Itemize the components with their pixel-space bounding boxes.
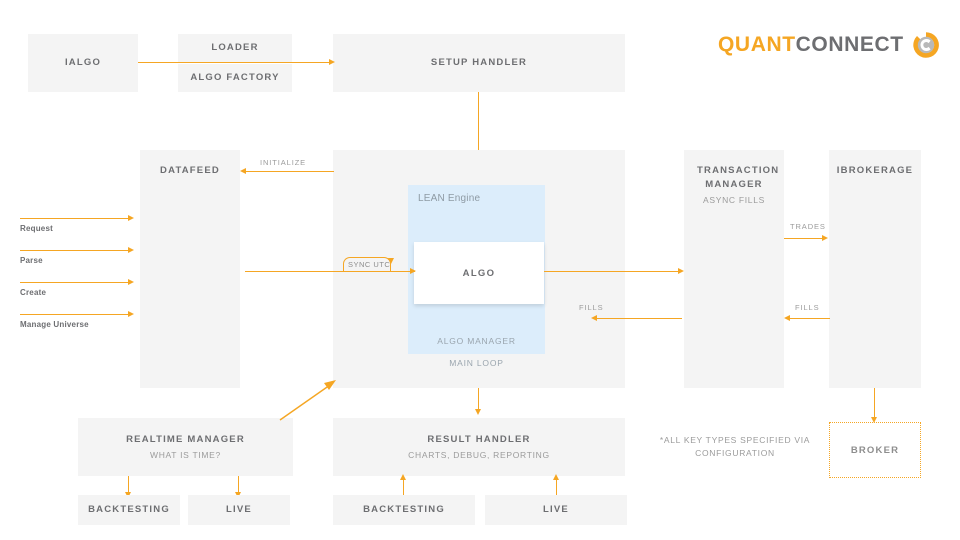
box-transaction-manager-subtitle: ASYNC FILLS [702,195,766,205]
connector-input-request [20,218,132,220]
input-label-manage-universe: Manage Universe [20,320,89,329]
box-transaction-manager-title: TRANSACTION MANAGER [697,165,780,190]
input-label-request: Request [20,224,53,233]
logo-word-connect: CONNECT [795,33,904,56]
connector-algo-to-transaction-manager [544,271,680,273]
logo-wordmark: QUANTCONNECT [718,33,904,57]
note-configuration: *ALL KEY TYPES SPECIFIED VIA CONFIGURATI… [650,434,820,460]
box-algo-factory-title: ALGO FACTORY [190,72,280,83]
connector-realtime-to-backtesting [128,476,130,495]
connector-result-live-to-handler [556,478,558,496]
box-realtime-manager-title: REALTIME MANAGER [126,433,245,445]
connector-trades-arrowhead [822,235,828,241]
box-result-handler-title: RESULT HANDLER [427,433,531,445]
input-label-parse: Parse [20,256,43,265]
connector-input-parse [20,250,132,252]
box-ibrokerage[interactable]: IBROKERAGE [829,150,921,388]
connector-fills-right-arrowhead [784,315,790,321]
box-realtime-live[interactable]: LIVE [188,495,290,525]
box-ialgo-title: IALGO [64,57,102,68]
connector-sync-utc-loop [343,257,391,272]
label-fills-center: FILLS [579,303,604,312]
box-result-live[interactable]: LIVE [485,495,627,525]
box-realtime-backtesting[interactable]: BACKTESTING [78,495,180,525]
connector-initialize [246,171,334,173]
label-initialize: INITIALIZE [260,158,307,167]
connector-realtime-to-lean [279,380,336,421]
connector-trades [784,238,824,240]
quantconnect-logo: QUANTCONNECT [718,30,941,60]
lean-engine-label: LEAN Engine [418,193,481,204]
box-datafeed[interactable]: DATAFEED [140,150,240,388]
box-algo-title: ALGO [462,267,496,279]
connector-sync-utc-arrowhead [388,258,394,264]
connector-ialgo-to-setup-handler-arrowhead [329,59,335,65]
connector-input-manage-universe-arrowhead [128,311,134,317]
label-fills-right: FILLS [795,303,820,312]
note-configuration-line2: CONFIGURATION [695,448,775,458]
connector-input-request-arrowhead [128,215,134,221]
box-result-handler-subtitle: CHARTS, DEBUG, REPORTING [408,449,550,460]
connector-ibrokerage-to-broker-arrowhead [871,417,877,423]
connector-initialize-arrowhead [240,168,246,174]
input-label-create: Create [20,288,47,297]
box-datafeed-title: DATAFEED [160,165,220,176]
connector-input-create-arrowhead [128,279,134,285]
connector-fills-center [597,318,682,320]
box-ialgo[interactable]: IALGO [28,34,138,92]
box-realtime-manager-subtitle: WHAT IS TIME? [150,449,221,460]
box-setup-handler-title: SETUP HANDLER [430,57,528,68]
connector-result-live-arrowhead [553,474,559,480]
box-transaction-manager[interactable]: TRANSACTION MANAGER ASYNC FILLS [684,150,784,388]
box-result-backtesting-title: BACKTESTING [363,504,445,515]
box-result-live-title: LIVE [543,504,569,515]
connector-ibrokerage-to-broker [874,388,876,420]
connector-lean-to-result-handler-arrowhead [475,409,481,415]
box-realtime-live-title: LIVE [226,504,252,515]
connector-result-backtesting-arrowhead [400,474,406,480]
connector-realtime-to-live [238,476,240,495]
box-loader[interactable]: LOADER [178,34,292,62]
box-result-backtesting[interactable]: BACKTESTING [333,495,475,525]
box-broker[interactable]: BROKER [829,422,921,478]
main-loop-label: MAIN LOOP [449,358,504,368]
algo-manager-label: ALGO MANAGER [437,336,516,346]
label-sync-utc: SYNC UTC [348,260,391,269]
box-algo-factory[interactable]: ALGO FACTORY [178,64,292,92]
box-result-handler[interactable]: RESULT HANDLER CHARTS, DEBUG, REPORTING [333,418,625,476]
box-algo[interactable]: ALGO [414,242,544,304]
connector-fills-right [790,318,830,320]
box-broker-title: BROKER [850,444,900,456]
box-realtime-backtesting-title: BACKTESTING [88,504,170,515]
connector-algo-to-transaction-manager-arrowhead [678,268,684,274]
connector-result-backtesting-to-handler [403,478,405,496]
connector-lean-to-result-handler [478,388,480,412]
box-ibrokerage-title: IBROKERAGE [836,165,914,176]
connector-datafeed-to-algo-arrowhead [410,268,416,274]
connector-datafeed-to-algo [245,271,415,273]
connector-input-create [20,282,132,284]
label-trades: TRADES [790,222,826,231]
connector-ialgo-to-setup-handler [138,62,331,64]
note-configuration-line1: *ALL KEY TYPES SPECIFIED VIA [659,435,811,445]
box-realtime-manager[interactable]: REALTIME MANAGER WHAT IS TIME? [78,418,293,476]
quantconnect-mark-icon [911,30,941,60]
connector-input-manage-universe [20,314,132,316]
connector-fills-center-arrowhead [591,315,597,321]
box-loader-title: LOADER [211,42,259,53]
logo-word-quant: QUANT [718,33,796,56]
connector-input-parse-arrowhead [128,247,134,253]
box-setup-handler[interactable]: SETUP HANDLER [333,34,625,92]
